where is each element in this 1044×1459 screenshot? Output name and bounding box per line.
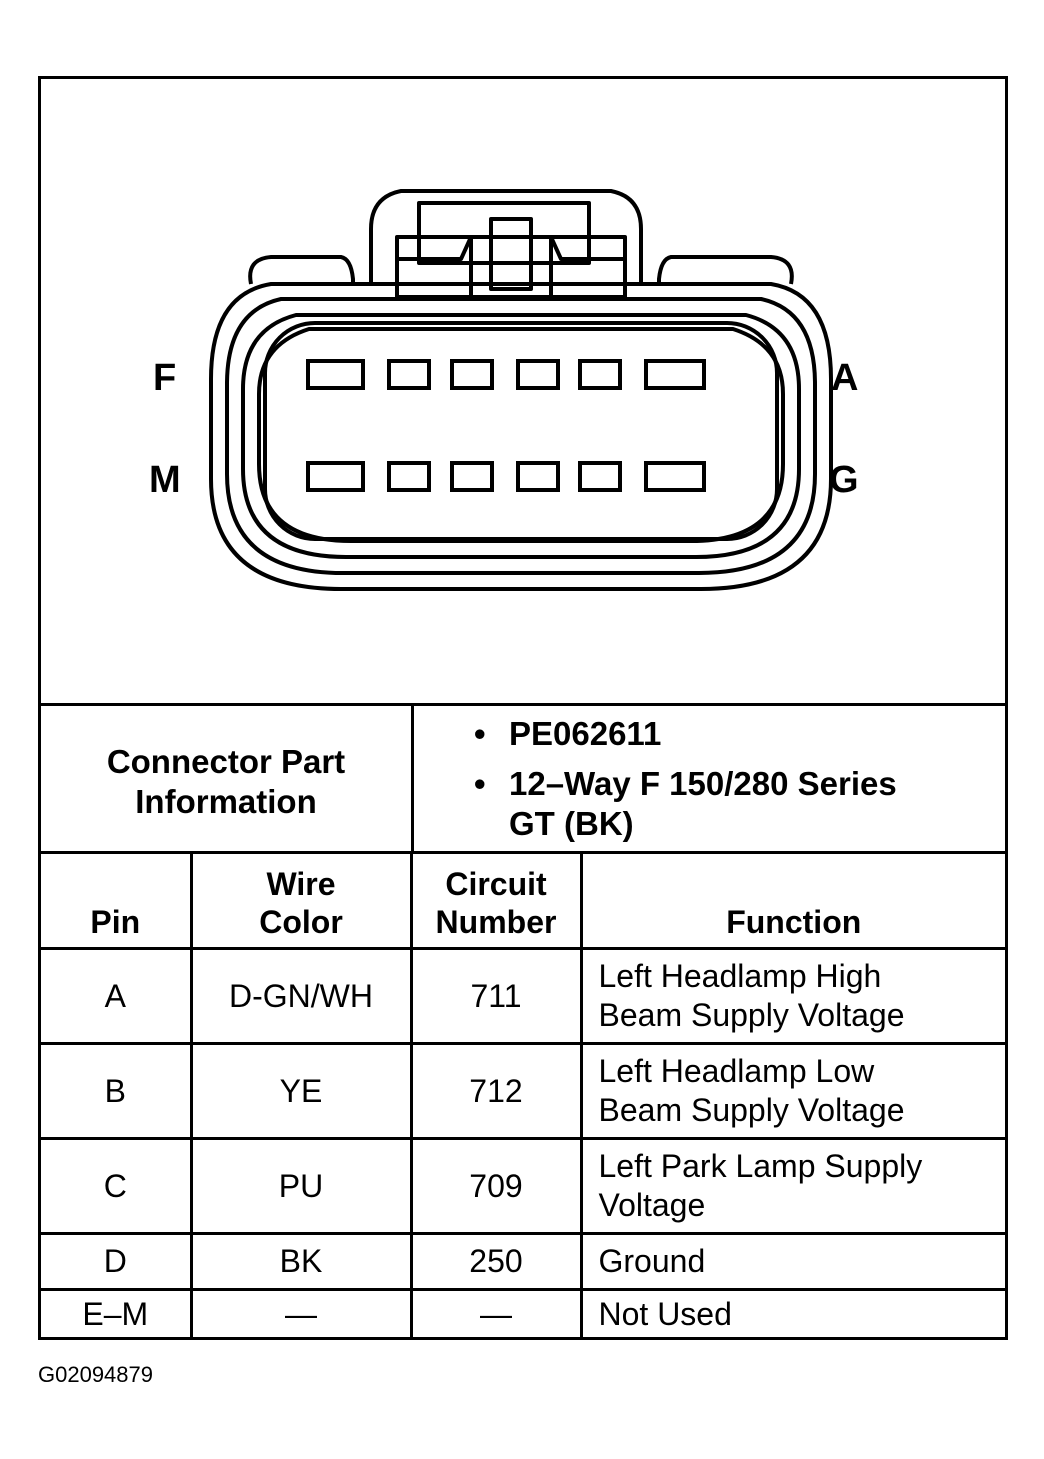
cell-wire-color: BK xyxy=(191,1232,413,1291)
connector-series-line-1: 12–Way F 150/280 Series xyxy=(509,765,897,802)
cell-circuit: 711 xyxy=(411,947,583,1045)
part-number: PE062611 xyxy=(509,715,662,752)
cavity-F xyxy=(306,359,365,390)
header-wire-color: Wire Color xyxy=(191,851,413,950)
connector-part-info-list: • PE062611 • 12–Way F 150/280 Series GT … xyxy=(414,706,1005,854)
figure-id: G02094879 xyxy=(38,1362,153,1387)
cavity-L xyxy=(387,461,431,492)
connector-inner-face xyxy=(263,321,779,541)
cavity-D xyxy=(450,359,494,390)
table-header-row: Pin Wire Color Circuit Number Function xyxy=(41,851,1005,950)
cell-circuit: 712 xyxy=(411,1042,583,1140)
header-pin: Pin xyxy=(41,851,193,950)
cavity-row-bottom xyxy=(306,461,706,492)
cavity-G xyxy=(644,461,706,492)
connector-outer-shell xyxy=(209,282,833,591)
header-function: Function xyxy=(581,851,1005,950)
function-line-1: Left Headlamp High xyxy=(598,958,882,994)
cavity-row-top xyxy=(306,359,706,390)
cell-function: Ground xyxy=(581,1232,1005,1291)
header-circuit-line-2: Number xyxy=(435,904,557,940)
connector-drawing xyxy=(209,189,833,591)
cell-wire-color: — xyxy=(191,1288,413,1339)
bullet-dot: • xyxy=(474,765,486,802)
connector-part-info-row: Connector Part Information • PE062611 • … xyxy=(41,703,1005,854)
cell-circuit: 250 xyxy=(411,1232,583,1291)
cell-pin: A xyxy=(41,947,193,1045)
cell-wire-color: PU xyxy=(191,1137,413,1235)
cavity-J xyxy=(516,461,560,492)
cell-circuit: — xyxy=(411,1288,583,1339)
pin-label-A: A xyxy=(831,357,859,399)
header-circuit-number: Circuit Number xyxy=(411,851,583,950)
table-row: D BK 250 Ground xyxy=(41,1232,1005,1291)
cavity-M xyxy=(306,461,365,492)
connector-part-info-heading: Connector Part Information xyxy=(41,742,411,822)
pin-label-F: F xyxy=(153,357,177,399)
pin-out-table: Pin Wire Color Circuit Number Function A… xyxy=(41,851,1005,1339)
cavity-A xyxy=(644,359,706,390)
pin-label-M: M xyxy=(149,459,181,501)
connector-face-diagram: F A M G xyxy=(41,79,1005,703)
cavity-K xyxy=(450,461,494,492)
function-line-1: Left Park Lamp Supply xyxy=(598,1148,923,1184)
lock-latch-detail xyxy=(397,217,625,297)
cavity-H xyxy=(578,461,622,492)
cell-function: Not Used xyxy=(581,1288,1005,1339)
cell-pin: D xyxy=(41,1232,193,1291)
cell-pin: E–M xyxy=(41,1288,193,1339)
header-wire-color-line-2: Color xyxy=(259,904,343,940)
lock-tab-frame xyxy=(417,201,591,265)
function-line-2: Voltage xyxy=(598,1187,706,1223)
cavity-E xyxy=(387,359,431,390)
cavity-B xyxy=(578,359,622,390)
cell-function: Left Headlamp High Beam Supply Voltage xyxy=(581,947,1005,1045)
connector-part-info-heading-cell: Connector Part Information xyxy=(41,706,414,854)
lock-latch xyxy=(395,235,627,299)
cell-pin: B xyxy=(41,1042,193,1140)
function-line-2: Beam Supply Voltage xyxy=(598,997,905,1033)
bullet-dot: • xyxy=(474,715,486,752)
cell-wire-color: D-GN/WH xyxy=(191,947,413,1045)
header-circuit-line-1: Circuit xyxy=(445,866,547,902)
heading-line-2: Information xyxy=(135,783,317,820)
heading-line-1: Connector Part xyxy=(106,743,346,780)
connector-figure: F A M G Connector Part Information • PE0… xyxy=(38,76,1008,1340)
header-wire-color-line-1: Wire xyxy=(266,866,336,902)
function-line-2: Beam Supply Voltage xyxy=(598,1092,905,1128)
lock-housing xyxy=(248,189,794,285)
connector-shell-ring-2 xyxy=(225,297,817,575)
function-line-1: Left Headlamp Low xyxy=(598,1053,875,1089)
table-row: E–M — — Not Used xyxy=(41,1288,1005,1339)
cell-circuit: 709 xyxy=(411,1137,583,1235)
cell-wire-color: YE xyxy=(191,1042,413,1140)
cell-pin: C xyxy=(41,1137,193,1235)
cavity-C xyxy=(516,359,560,390)
cell-function: Left Headlamp Low Beam Supply Voltage xyxy=(581,1042,1005,1140)
connector-shell-ring-3 xyxy=(241,313,801,559)
table-row: B YE 712 Left Headlamp Low Beam Supply V… xyxy=(41,1042,1005,1140)
table-row: C PU 709 Left Park Lamp Supply Voltage xyxy=(41,1137,1005,1235)
table-row: A D-GN/WH 711 Left Headlamp High Beam Su… xyxy=(41,947,1005,1045)
cell-function: Left Park Lamp Supply Voltage xyxy=(581,1137,1005,1235)
function-line-1: Ground xyxy=(598,1243,706,1279)
pin-label-G: G xyxy=(829,459,859,501)
connector-series-line-2: GT (BK) xyxy=(509,805,634,842)
function-line-1: Not Used xyxy=(598,1296,732,1333)
